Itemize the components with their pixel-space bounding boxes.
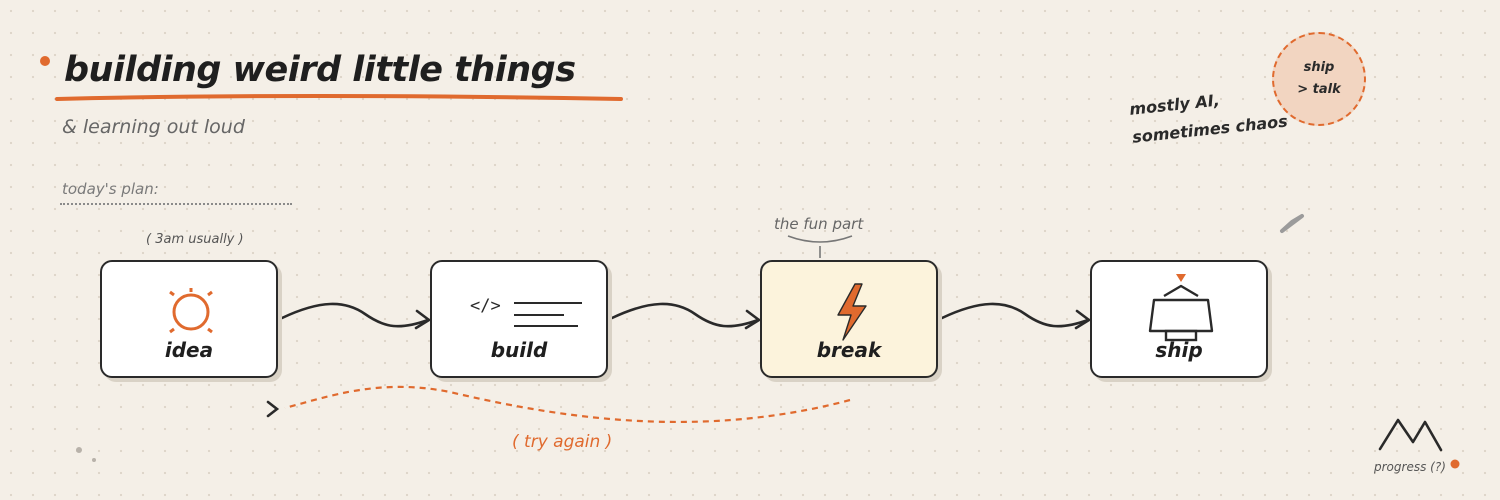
flow-node-label: build bbox=[490, 338, 548, 362]
flow-node-idea: idea bbox=[100, 260, 278, 378]
page-subtitle: & learning out loud bbox=[62, 116, 245, 138]
retry-loop-arrowhead bbox=[266, 400, 280, 418]
svg-text:</>: </> bbox=[470, 296, 501, 316]
flow-node-build: </> build bbox=[430, 260, 608, 378]
code-icon: </> bbox=[470, 296, 582, 327]
page-title: building weird little things bbox=[64, 50, 576, 90]
connector-break-ship bbox=[940, 302, 1090, 328]
scatter-dot bbox=[92, 458, 96, 462]
retry-label: ( try again ) bbox=[512, 432, 613, 452]
title-underline bbox=[55, 94, 623, 101]
title-bullet-dot bbox=[40, 56, 50, 66]
scatter-dot bbox=[76, 447, 82, 453]
idea-note: ( 3am usually ) bbox=[146, 232, 244, 247]
badge-line: > talk bbox=[1297, 82, 1341, 97]
flow-node-label: ship bbox=[1155, 338, 1203, 362]
flow-node-break: break bbox=[760, 260, 938, 378]
flow-node-label: break bbox=[816, 338, 882, 362]
break-note: the fun part bbox=[774, 215, 864, 233]
progress-dot bbox=[1450, 459, 1460, 469]
connector-idea-build bbox=[280, 302, 430, 328]
connector-arrowhead-build bbox=[414, 309, 431, 330]
flow-node-label: idea bbox=[164, 338, 214, 362]
lightning-icon bbox=[837, 283, 867, 341]
plan-underline bbox=[60, 203, 292, 205]
ship-talk-badge: ship > talk bbox=[1272, 32, 1366, 126]
fun-part-bracket bbox=[787, 235, 853, 243]
sun-icon bbox=[169, 288, 213, 334]
plan-label: today's plan: bbox=[62, 180, 159, 198]
connector-arrowhead-ship bbox=[1074, 309, 1091, 330]
ship-icon bbox=[1148, 274, 1214, 342]
retry-loop-path bbox=[284, 385, 851, 424]
progress-zigzag-icon bbox=[1378, 418, 1443, 452]
flow-node-ship: ship bbox=[1090, 260, 1268, 378]
connector-build-break bbox=[610, 302, 760, 328]
progress-label: progress (?) bbox=[1374, 460, 1446, 474]
connector-arrowhead-break bbox=[744, 309, 761, 330]
badge-line: ship bbox=[1303, 60, 1335, 75]
pointer-triangle-icon bbox=[1280, 214, 1304, 233]
